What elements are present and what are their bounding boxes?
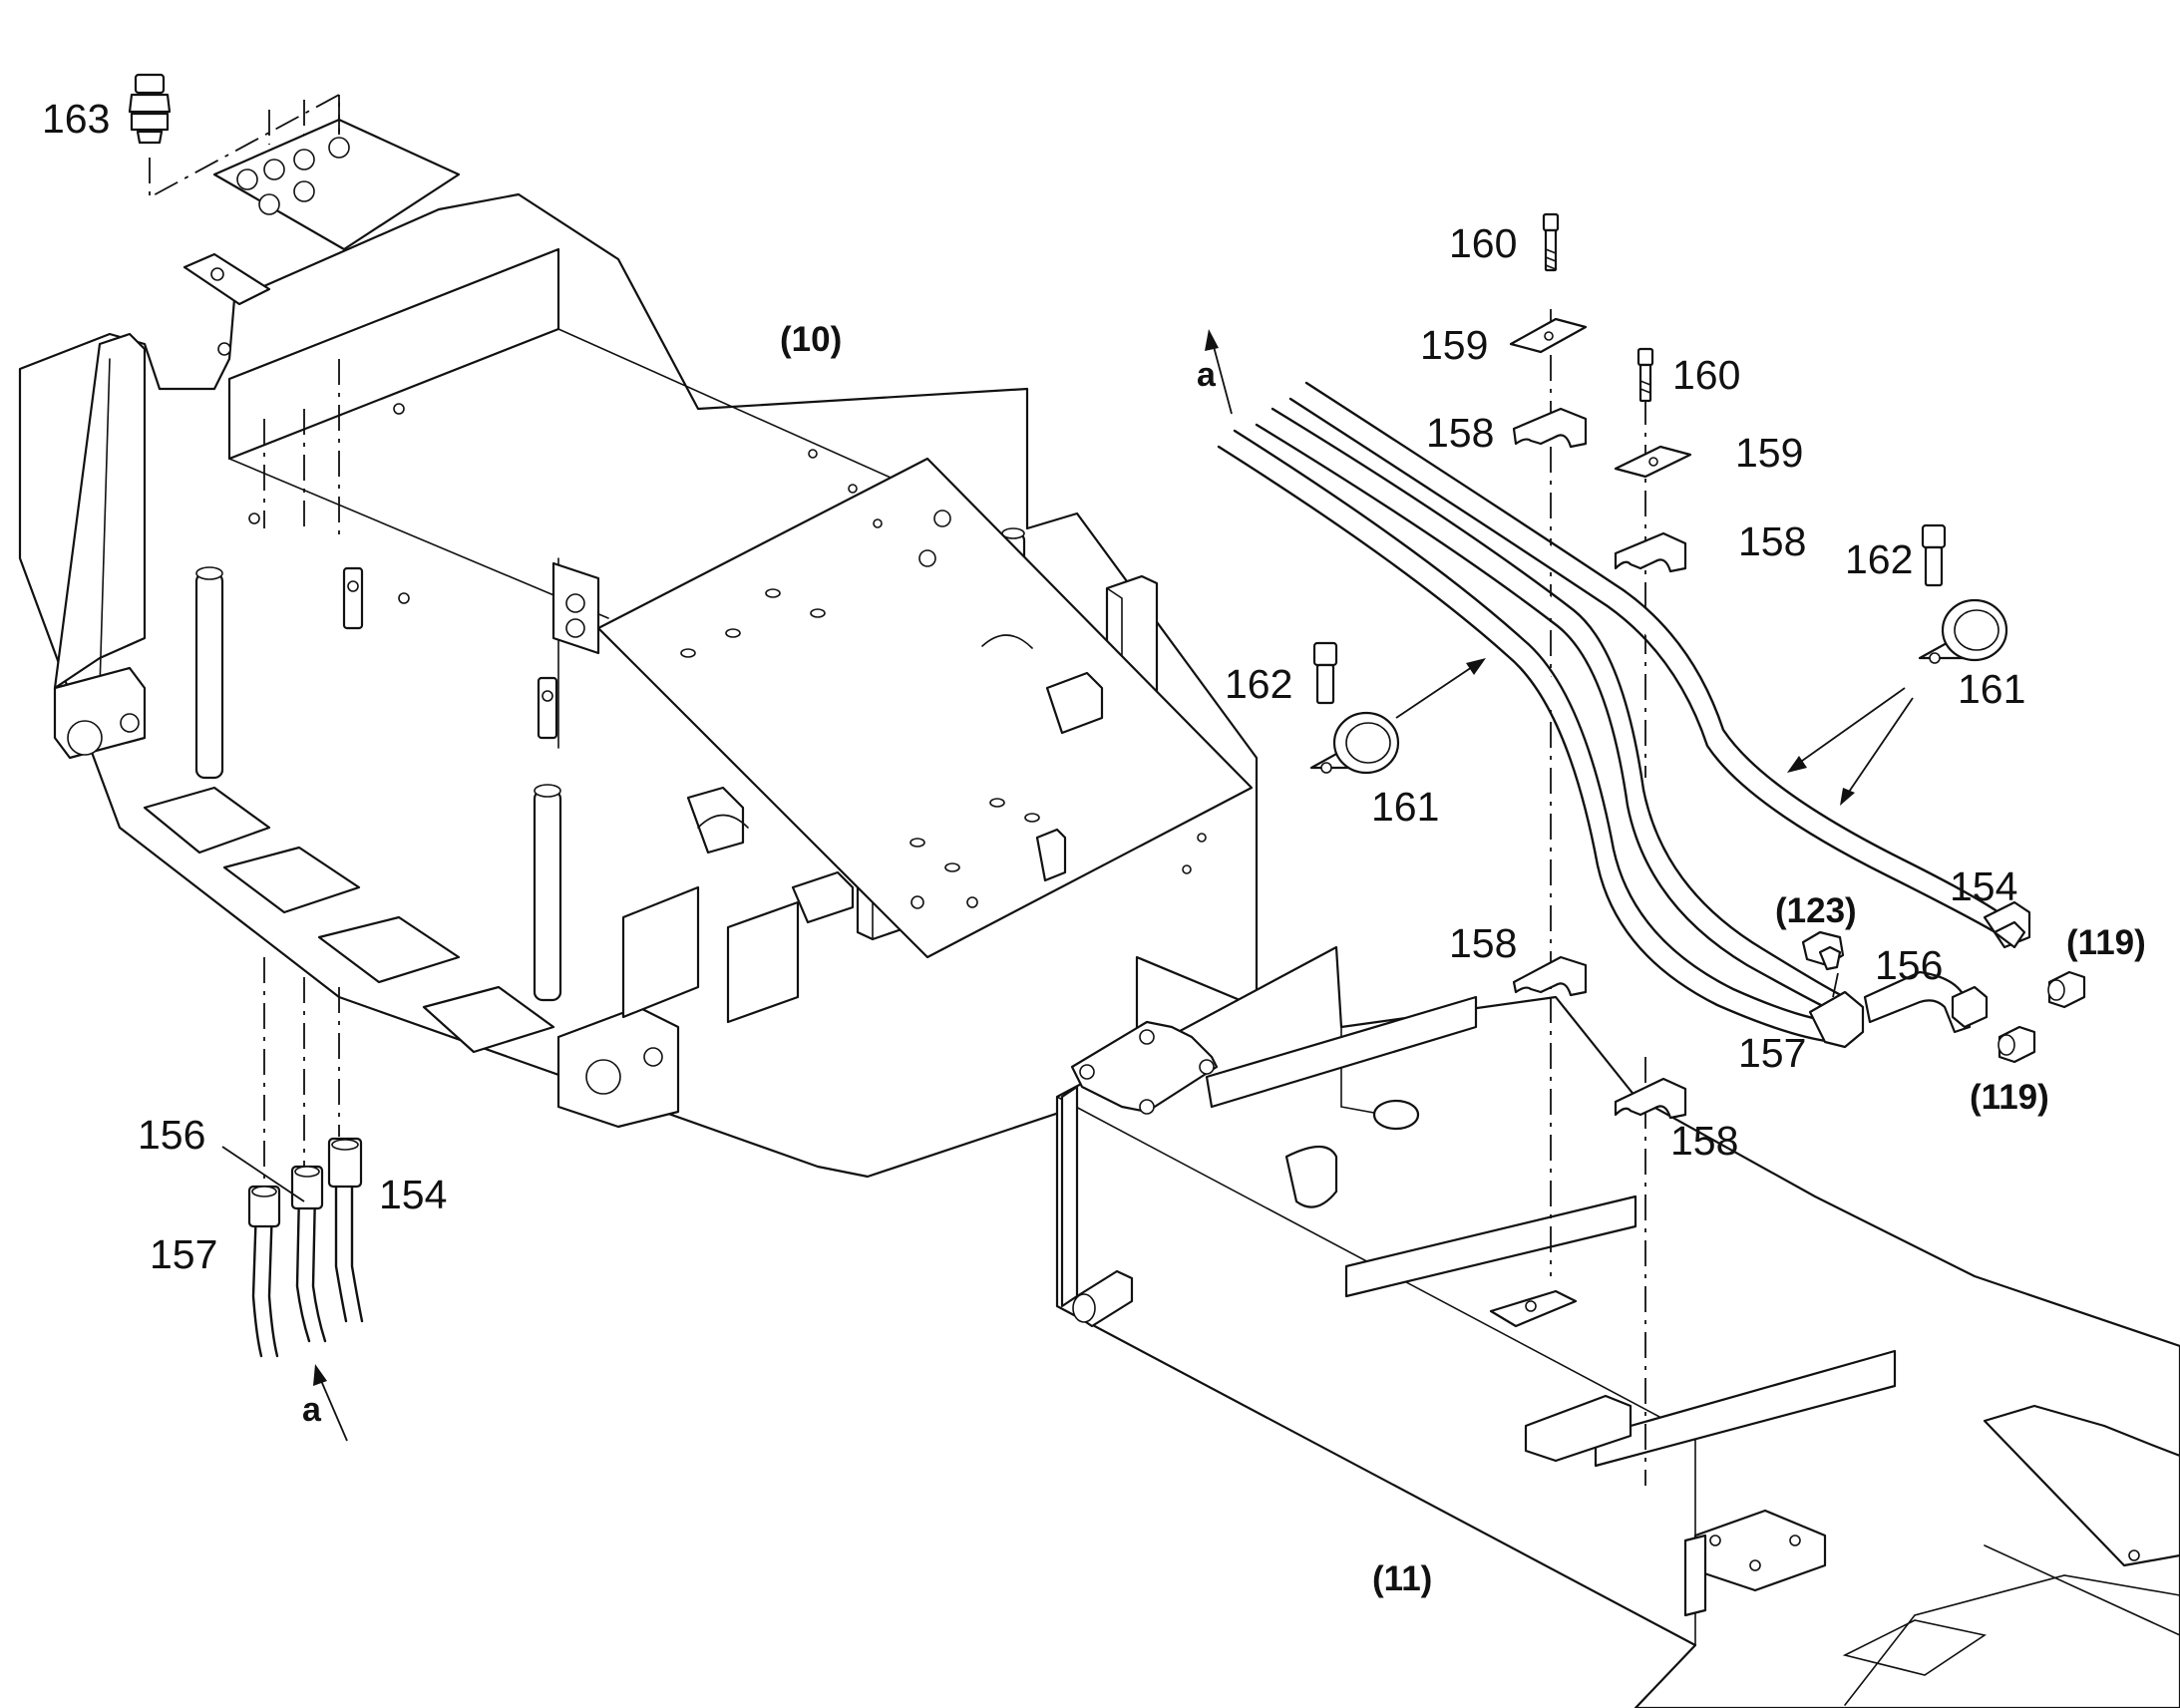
label-158-third: 158 bbox=[1449, 920, 1517, 966]
label-view-a-bottom: a bbox=[302, 1391, 322, 1429]
arrow-to-left-clamp bbox=[1395, 658, 1486, 719]
label-leaders bbox=[221, 972, 1839, 1202]
label-ref-123: (123) bbox=[1775, 891, 1857, 930]
part-161-p-clamp-right[interactable] bbox=[1918, 598, 2008, 664]
label-view-a-top: a bbox=[1197, 356, 1217, 394]
part-159-plate-lower[interactable] bbox=[1614, 445, 1692, 479]
part-162-screw-left[interactable] bbox=[1312, 641, 1338, 705]
upper-frame-assembly bbox=[18, 118, 1259, 1179]
label-159-upper: 159 bbox=[1420, 322, 1488, 368]
label-157-top: 157 bbox=[1738, 1030, 1806, 1076]
label-assembly-11: (11) bbox=[1372, 1559, 1432, 1598]
part-162-screw-right[interactable] bbox=[1921, 523, 1947, 587]
label-162-left: 162 bbox=[1225, 661, 1292, 707]
left-hose-ends[interactable] bbox=[247, 1137, 364, 1364]
view-arrow-top bbox=[1205, 329, 1233, 415]
arrows-to-right-clamp bbox=[1787, 687, 1914, 806]
label-159-lower: 159 bbox=[1735, 430, 1803, 476]
part-158-clamp-1[interactable] bbox=[1512, 407, 1588, 449]
part-158-clamp-4[interactable] bbox=[1614, 1077, 1687, 1120]
part-158-clamp-3[interactable] bbox=[1512, 955, 1588, 997]
label-ref-119-lower: (119) bbox=[1970, 1078, 2049, 1117]
label-158-second: 158 bbox=[1738, 518, 1806, 564]
label-154-top: 154 bbox=[1950, 863, 2017, 909]
label-154-left: 154 bbox=[379, 1172, 447, 1217]
label-161-left: 161 bbox=[1371, 784, 1439, 830]
part-161-p-clamp-left[interactable] bbox=[1309, 711, 1400, 775]
part-163-fitting[interactable] bbox=[128, 73, 172, 145]
label-160-upper: 160 bbox=[1449, 220, 1517, 266]
label-163: 163 bbox=[42, 96, 110, 142]
label-158-first: 158 bbox=[1426, 410, 1494, 456]
label-158-fourth: 158 bbox=[1670, 1118, 1738, 1164]
part-160-bolt-lower[interactable] bbox=[1636, 347, 1654, 403]
right-hose-bundle[interactable] bbox=[1217, 381, 2086, 1064]
part-160-bolt-upper[interactable] bbox=[1542, 212, 1560, 272]
label-ref-119-upper: (119) bbox=[2066, 923, 2146, 962]
label-156-top: 156 bbox=[1875, 942, 1943, 988]
label-160-lower: 160 bbox=[1672, 352, 1740, 398]
part-158-clamp-2[interactable] bbox=[1614, 531, 1687, 573]
part-159-plate-upper[interactable] bbox=[1509, 317, 1588, 354]
label-156-left: 156 bbox=[138, 1112, 205, 1158]
view-arrow-bottom bbox=[313, 1364, 348, 1442]
lower-frame-assembly bbox=[1055, 945, 2180, 1708]
label-162-right: 162 bbox=[1845, 536, 1913, 582]
label-161-right: 161 bbox=[1958, 666, 2025, 712]
label-assembly-10: (10) bbox=[780, 320, 842, 359]
upper-assembly-centerlines bbox=[149, 93, 340, 1187]
label-157-left: 157 bbox=[150, 1231, 217, 1277]
